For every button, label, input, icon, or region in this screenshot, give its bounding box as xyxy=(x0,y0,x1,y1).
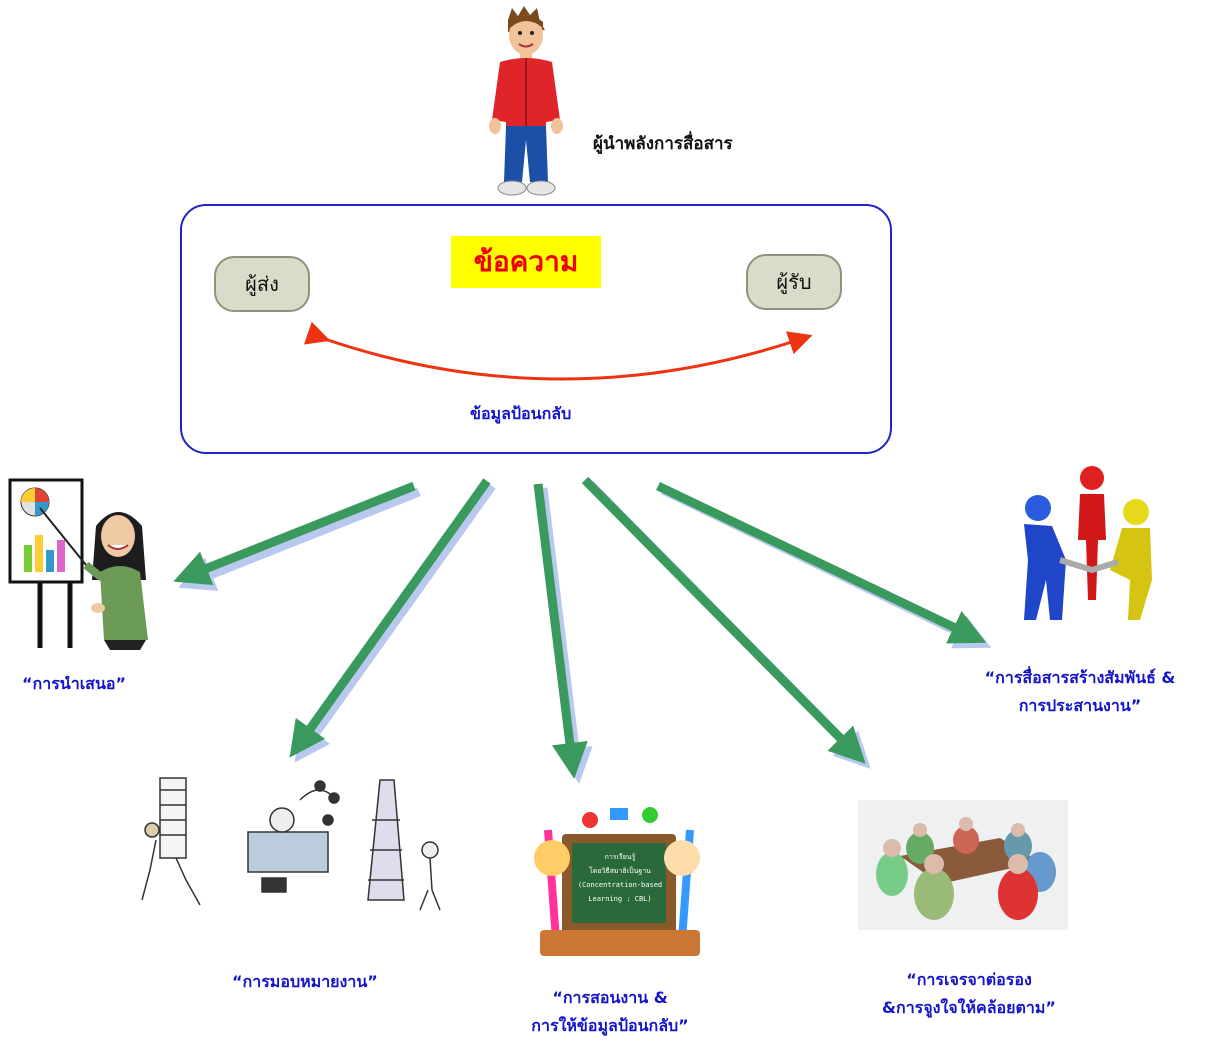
delegation-label: “การมอบหมายงาน” xyxy=(232,972,378,991)
chalkboard-line1: การเรียนรู้ xyxy=(604,853,636,861)
chalkboard-text: การเรียนรู้ โดยวิธีสมาธิเป็นฐาน (Concent… xyxy=(574,850,666,906)
chalkboard-line3: (Concentration-based xyxy=(577,881,663,889)
relationship-label: “การสื่อสารสร้างสัมพันธ์ & การประสานงาน” xyxy=(960,664,1200,720)
communication-frame xyxy=(180,204,892,454)
relationship-label-line1: “การสื่อสารสร้างสัมพันธ์ & xyxy=(984,668,1176,687)
coaching-label-line2: การให้ข้อมูลป้อนกลับ” xyxy=(531,1016,689,1035)
sender-node: ผู้ส่ง xyxy=(214,256,310,312)
chalkboard-line4: Learning : CBL) xyxy=(588,895,652,903)
negotiation-label-line1: “การเจรจาต่อรอง xyxy=(906,970,1032,989)
presentation-label: “การนำเสนอ” xyxy=(22,674,126,693)
relationship-label-line2: การประสานงาน” xyxy=(1018,696,1142,715)
leader-label: ผู้นำพลังการสื่อสาร xyxy=(593,134,733,154)
message-box: ข้อความ xyxy=(451,236,601,288)
feedback-label: ข้อมูลป้อนกลับ xyxy=(470,404,572,423)
coaching-label-line1: “การสอนงาน & xyxy=(552,988,668,1007)
receiver-node: ผู้รับ xyxy=(746,254,842,310)
negotiation-label: “การเจรจาต่อรอง &การจูงใจให้คล้อยตาม” xyxy=(854,966,1084,1022)
coaching-label: “การสอนงาน & การให้ข้อมูลป้อนกลับ” xyxy=(505,984,715,1040)
negotiation-label-line2: &การจูงใจให้คล้อยตาม” xyxy=(882,998,1056,1017)
chalkboard-line2: โดยวิธีสมาธิเป็นฐาน xyxy=(589,867,651,875)
